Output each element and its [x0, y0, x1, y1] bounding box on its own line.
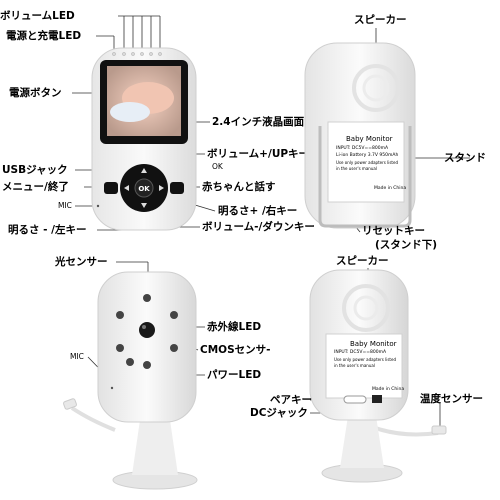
reset-key-note: (スタンド下)	[375, 239, 438, 251]
lcd-screen-label: 2.4インチ液晶画面	[212, 116, 305, 128]
ir-led-label: 赤外線LED	[207, 321, 262, 333]
camera-label-made-in: Made in China	[372, 387, 405, 392]
volume-down-label: ボリューム-/ダウンキー	[202, 221, 315, 233]
back-label-made-in: Made in China	[374, 186, 407, 191]
speaker-label-top: スピーカー	[354, 14, 407, 26]
stand-label: スタンド	[444, 152, 486, 164]
camera-label-title: Baby Monitor	[350, 340, 397, 348]
brightness-right-label: 明るさ+ /右キー	[218, 205, 298, 217]
parent-unit-front: OK	[91, 47, 197, 231]
menu-exit-label: メニュー/終了	[2, 181, 69, 193]
camera-front	[63, 271, 198, 490]
back-label-line2: Li-ion Battery 3.7V 950mAh	[336, 153, 399, 158]
mic-label: MIC	[58, 201, 72, 210]
ok-key-label: OK	[212, 162, 223, 171]
power-led-label: パワーLED	[207, 369, 262, 381]
dc-jack-label: DCジャック	[250, 407, 308, 419]
back-label-line3: Use only power adapters listed in the us…	[336, 160, 398, 171]
camera-label-line1: INPUT: DC5V==800mA	[334, 350, 387, 355]
volume-led-label: ボリュームLED	[0, 10, 75, 22]
back-label-title: Baby Monitor	[346, 135, 393, 143]
svg-text:OK: OK	[138, 185, 150, 193]
camera-mic-label: MIC	[70, 352, 84, 361]
volume-up-label: ボリューム+/UPキー	[207, 148, 310, 160]
back-label-line1: INPUT: DC5V==800mA	[336, 146, 389, 151]
parent-unit-back	[304, 42, 416, 229]
cmos-sensor-label: CMOSセンサ-	[200, 344, 271, 356]
talk-to-baby-label: 赤ちゃんと話す	[202, 181, 276, 193]
power-charge-led-label: 電源と充電LED	[6, 30, 82, 42]
camera-speaker-label: スピーカー	[336, 255, 389, 267]
brightness-left-label: 明るさ - /左キー	[8, 224, 87, 236]
usb-jack-label: USBジャック	[2, 164, 68, 176]
power-button-label: 電源ボタン	[9, 87, 62, 99]
pair-key-label: ペアキー	[270, 394, 312, 406]
reset-key-label: リセットキー	[362, 225, 425, 237]
camera-label-line2: Use only power adapters listed in the us…	[334, 357, 396, 368]
temperature-sensor-label: 温度センサー	[420, 393, 483, 405]
camera-back	[309, 269, 447, 483]
light-sensor-label: 光センサー	[55, 256, 108, 268]
